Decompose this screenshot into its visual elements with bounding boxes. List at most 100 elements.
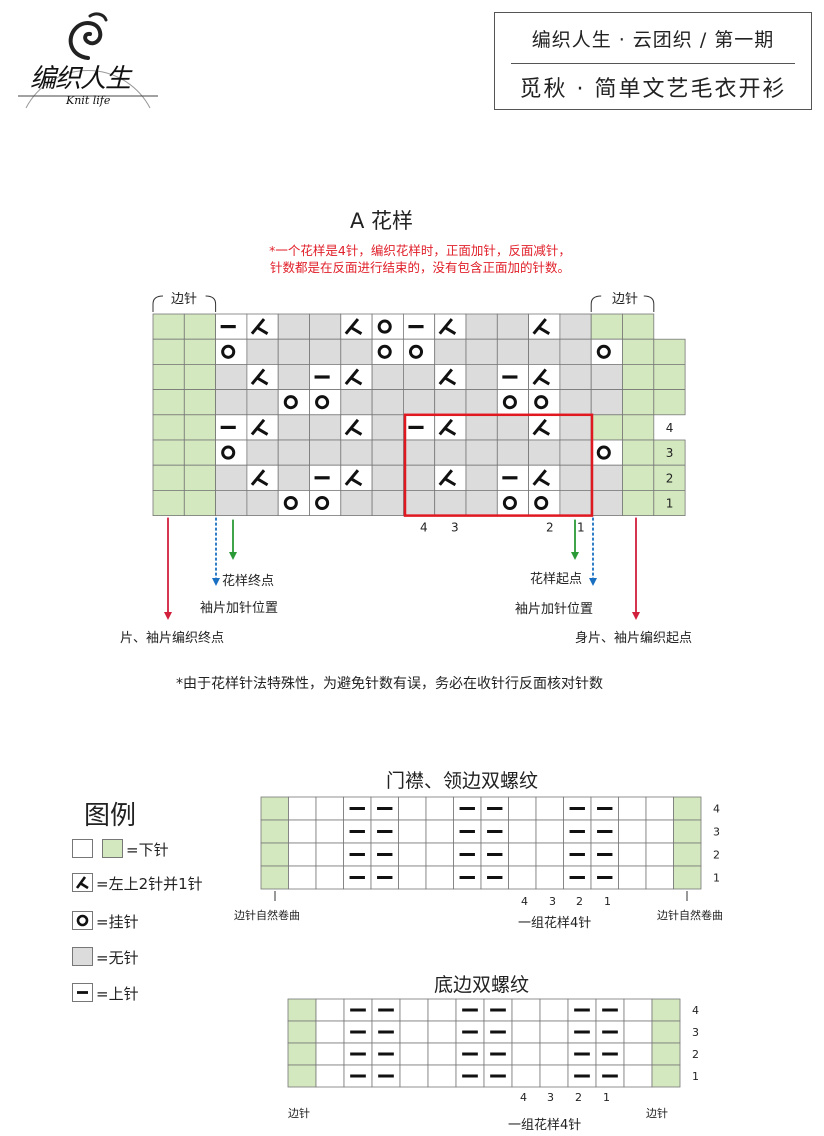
stitch-cell [402, 338, 436, 365]
legend-text: =挂针 [96, 912, 139, 931]
stitch-cell [539, 1064, 569, 1088]
k2tog-icon [344, 368, 363, 386]
edge-stitch-cell [183, 439, 217, 466]
edge-stitch-cell [183, 338, 217, 365]
chart-a-row [152, 464, 686, 491]
header-title: 觅秋 · 简单文艺毛衣开衫 [519, 77, 787, 102]
yarn-over-icon [502, 495, 517, 511]
edge-stitch-cell [651, 998, 681, 1022]
stitch-cell [427, 1020, 457, 1044]
no-stitch-cell [528, 439, 561, 466]
k2tog-icon [344, 318, 363, 335]
no-stitch-cell [434, 439, 467, 466]
stitch-cell [371, 338, 404, 365]
stitch-cell [427, 998, 457, 1022]
row-number: 2 [692, 1048, 699, 1061]
row-number: 2 [666, 471, 674, 485]
sleeve-inc-left-arrow [212, 517, 220, 586]
edge-stitch-cell [622, 489, 655, 516]
stitch-cell [645, 819, 674, 844]
k2tog-icon [344, 418, 363, 436]
logo-swirl-icon [68, 12, 108, 60]
logo-sub: Knit life [66, 94, 111, 107]
edge-stitch-cell [152, 338, 185, 365]
no-stitch-cell [215, 364, 248, 391]
edge-stitch-cell [651, 1064, 681, 1088]
stitch-cell [496, 389, 529, 416]
stitch-cell [645, 842, 674, 867]
no-stitch-cell [246, 338, 279, 365]
chart-c-group: 一组花样4针 [508, 1118, 582, 1133]
stitch-cell [511, 1064, 541, 1088]
no-stitch-cell [465, 313, 498, 340]
stitch-cell [288, 796, 317, 821]
chart-a-footnote: *由于花样针法特殊性，为避免针数有误，务必在收针行反面核对针数 [176, 676, 603, 692]
no-stitch-cell [465, 338, 498, 365]
no-stitch-cell [434, 338, 467, 365]
no-stitch-cell [559, 313, 592, 340]
col-number: 2 [576, 895, 583, 908]
stitch-cell [398, 796, 427, 821]
chart-a-note-line2: 针数都是在反面进行结束的，没有包含正面加的针数。 [269, 260, 570, 275]
edge-stitch-cell [152, 414, 185, 441]
edge-stitch-cell [653, 464, 686, 491]
stitch-cell [425, 842, 454, 867]
stitch-cell [535, 865, 564, 890]
stitch-cell [590, 439, 623, 466]
stitch-cell [434, 364, 467, 391]
legend-item: =上针 [72, 982, 139, 1004]
stitch-cell [508, 796, 537, 821]
stitch-cell [315, 842, 344, 867]
stitch-cell [528, 489, 561, 516]
stitch-cell [508, 865, 537, 890]
col-number: 3 [547, 1091, 554, 1104]
purl-symbol-icon [72, 983, 93, 1002]
row-number: 3 [666, 446, 674, 460]
repeat-frame [403, 413, 594, 517]
edge-stitch-cell [260, 819, 289, 844]
stitch-cell [315, 1042, 345, 1066]
stitch-cell [434, 313, 467, 340]
stitch-cell [315, 1020, 345, 1044]
k2tog-icon [438, 469, 457, 487]
no-stitch-square-icon [72, 947, 93, 966]
stitch-cell [645, 796, 674, 821]
chart-a-row [152, 313, 655, 340]
stitch-cell [246, 313, 279, 340]
row-number: 4 [666, 421, 674, 435]
stitch-cell [618, 865, 647, 890]
stitch-cell [340, 313, 373, 340]
legend-item: =下针 [72, 838, 169, 860]
row-number: 4 [713, 803, 720, 816]
edge-stitch-cell [287, 1042, 317, 1066]
chart-a-row [152, 414, 655, 441]
legend-list: =下针=左上2针并1针=挂针=无针=上针 [72, 838, 252, 1008]
no-stitch-cell [215, 464, 248, 491]
stitch-cell [535, 842, 564, 867]
edge-stitch-cell [622, 464, 655, 491]
no-stitch-cell [559, 464, 592, 491]
stitch-cell [399, 1042, 429, 1066]
chart-a-row [152, 364, 686, 391]
header-divider [511, 63, 795, 64]
no-stitch-cell [309, 313, 342, 340]
yarn-over-icon [377, 344, 392, 359]
chart_c-row [287, 1042, 681, 1066]
edge-stitch-cell [622, 389, 655, 416]
edge-stitch-cell [673, 842, 702, 867]
col-number: 2 [546, 521, 554, 535]
edge-stitch-cell [287, 998, 317, 1022]
no-stitch-cell [277, 439, 310, 466]
row-number: 1 [666, 497, 674, 511]
chart-a-row [152, 439, 686, 466]
k2tog-icon [532, 368, 551, 386]
pattern-start-arrow [571, 519, 579, 560]
logo-name: 编织人生 [30, 64, 131, 94]
chart_c-row [287, 1020, 681, 1044]
k2tog-icon [532, 318, 551, 335]
row-number: 3 [713, 826, 720, 839]
chart_b-row [260, 865, 702, 890]
start-right-label: 身片、袖片编织起点 [575, 631, 693, 646]
stitch-cell [434, 464, 467, 491]
